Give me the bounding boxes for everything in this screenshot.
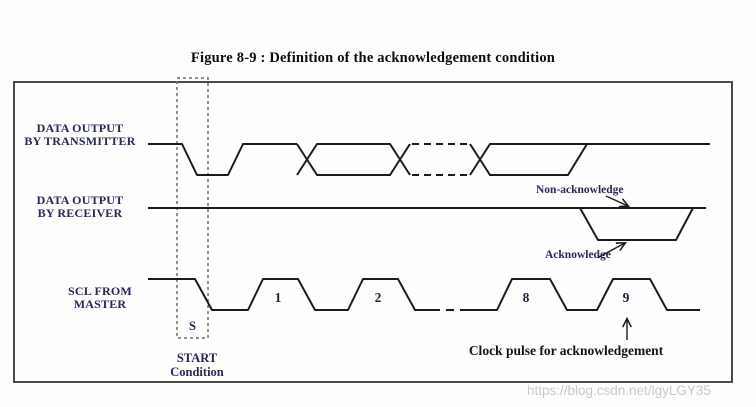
receiver-waveform <box>148 207 706 241</box>
scl-label-line1: SCL FROM <box>68 284 132 298</box>
figure-title: Figure 8-9 : Definition of the acknowled… <box>190 50 556 66</box>
start-condition-line2: Condition <box>170 364 224 379</box>
acknowledge-label: Acknowledge <box>545 249 611 261</box>
clock-pulse-note: Clock pulse for acknowledgement <box>468 343 664 358</box>
transmitter-label-line2: BY TRANSMITTER <box>24 134 136 148</box>
scl-label: SCL FROM MASTER <box>38 285 162 311</box>
clock-pulse-number-1: 1 <box>274 290 282 305</box>
scl-waveform <box>148 278 700 311</box>
non-acknowledge-label: Non-acknowledge <box>536 184 624 196</box>
receiver-label-line2: BY RECEIVER <box>37 206 123 220</box>
diagram-border-box <box>13 81 733 383</box>
receiver-label-line1: DATA OUTPUT <box>36 193 124 207</box>
scl-label-line2: MASTER <box>73 297 127 311</box>
transmitter-waveform <box>148 143 710 176</box>
start-condition-label: START Condition <box>145 351 249 379</box>
start-symbol: S <box>189 319 196 333</box>
watermark-text: https://blog.csdn.net/lgyLGY35 <box>527 383 711 398</box>
clock-pulse-number-8: 8 <box>522 290 530 305</box>
acknowledge-pulse <box>579 207 694 241</box>
receiver-label: DATA OUTPUT BY RECEIVER <box>18 194 142 220</box>
transmitter-label: DATA OUTPUT BY TRANSMITTER <box>18 122 142 148</box>
non-acknowledge-arrow <box>605 195 628 206</box>
clock-pulse-number-2: 2 <box>374 290 382 305</box>
clock-pulse-number-9: 9 <box>622 290 630 305</box>
transmitter-label-line1: DATA OUTPUT <box>36 121 124 135</box>
start-condition-line1: START <box>176 351 218 365</box>
acknowledge-arrow <box>598 243 625 258</box>
